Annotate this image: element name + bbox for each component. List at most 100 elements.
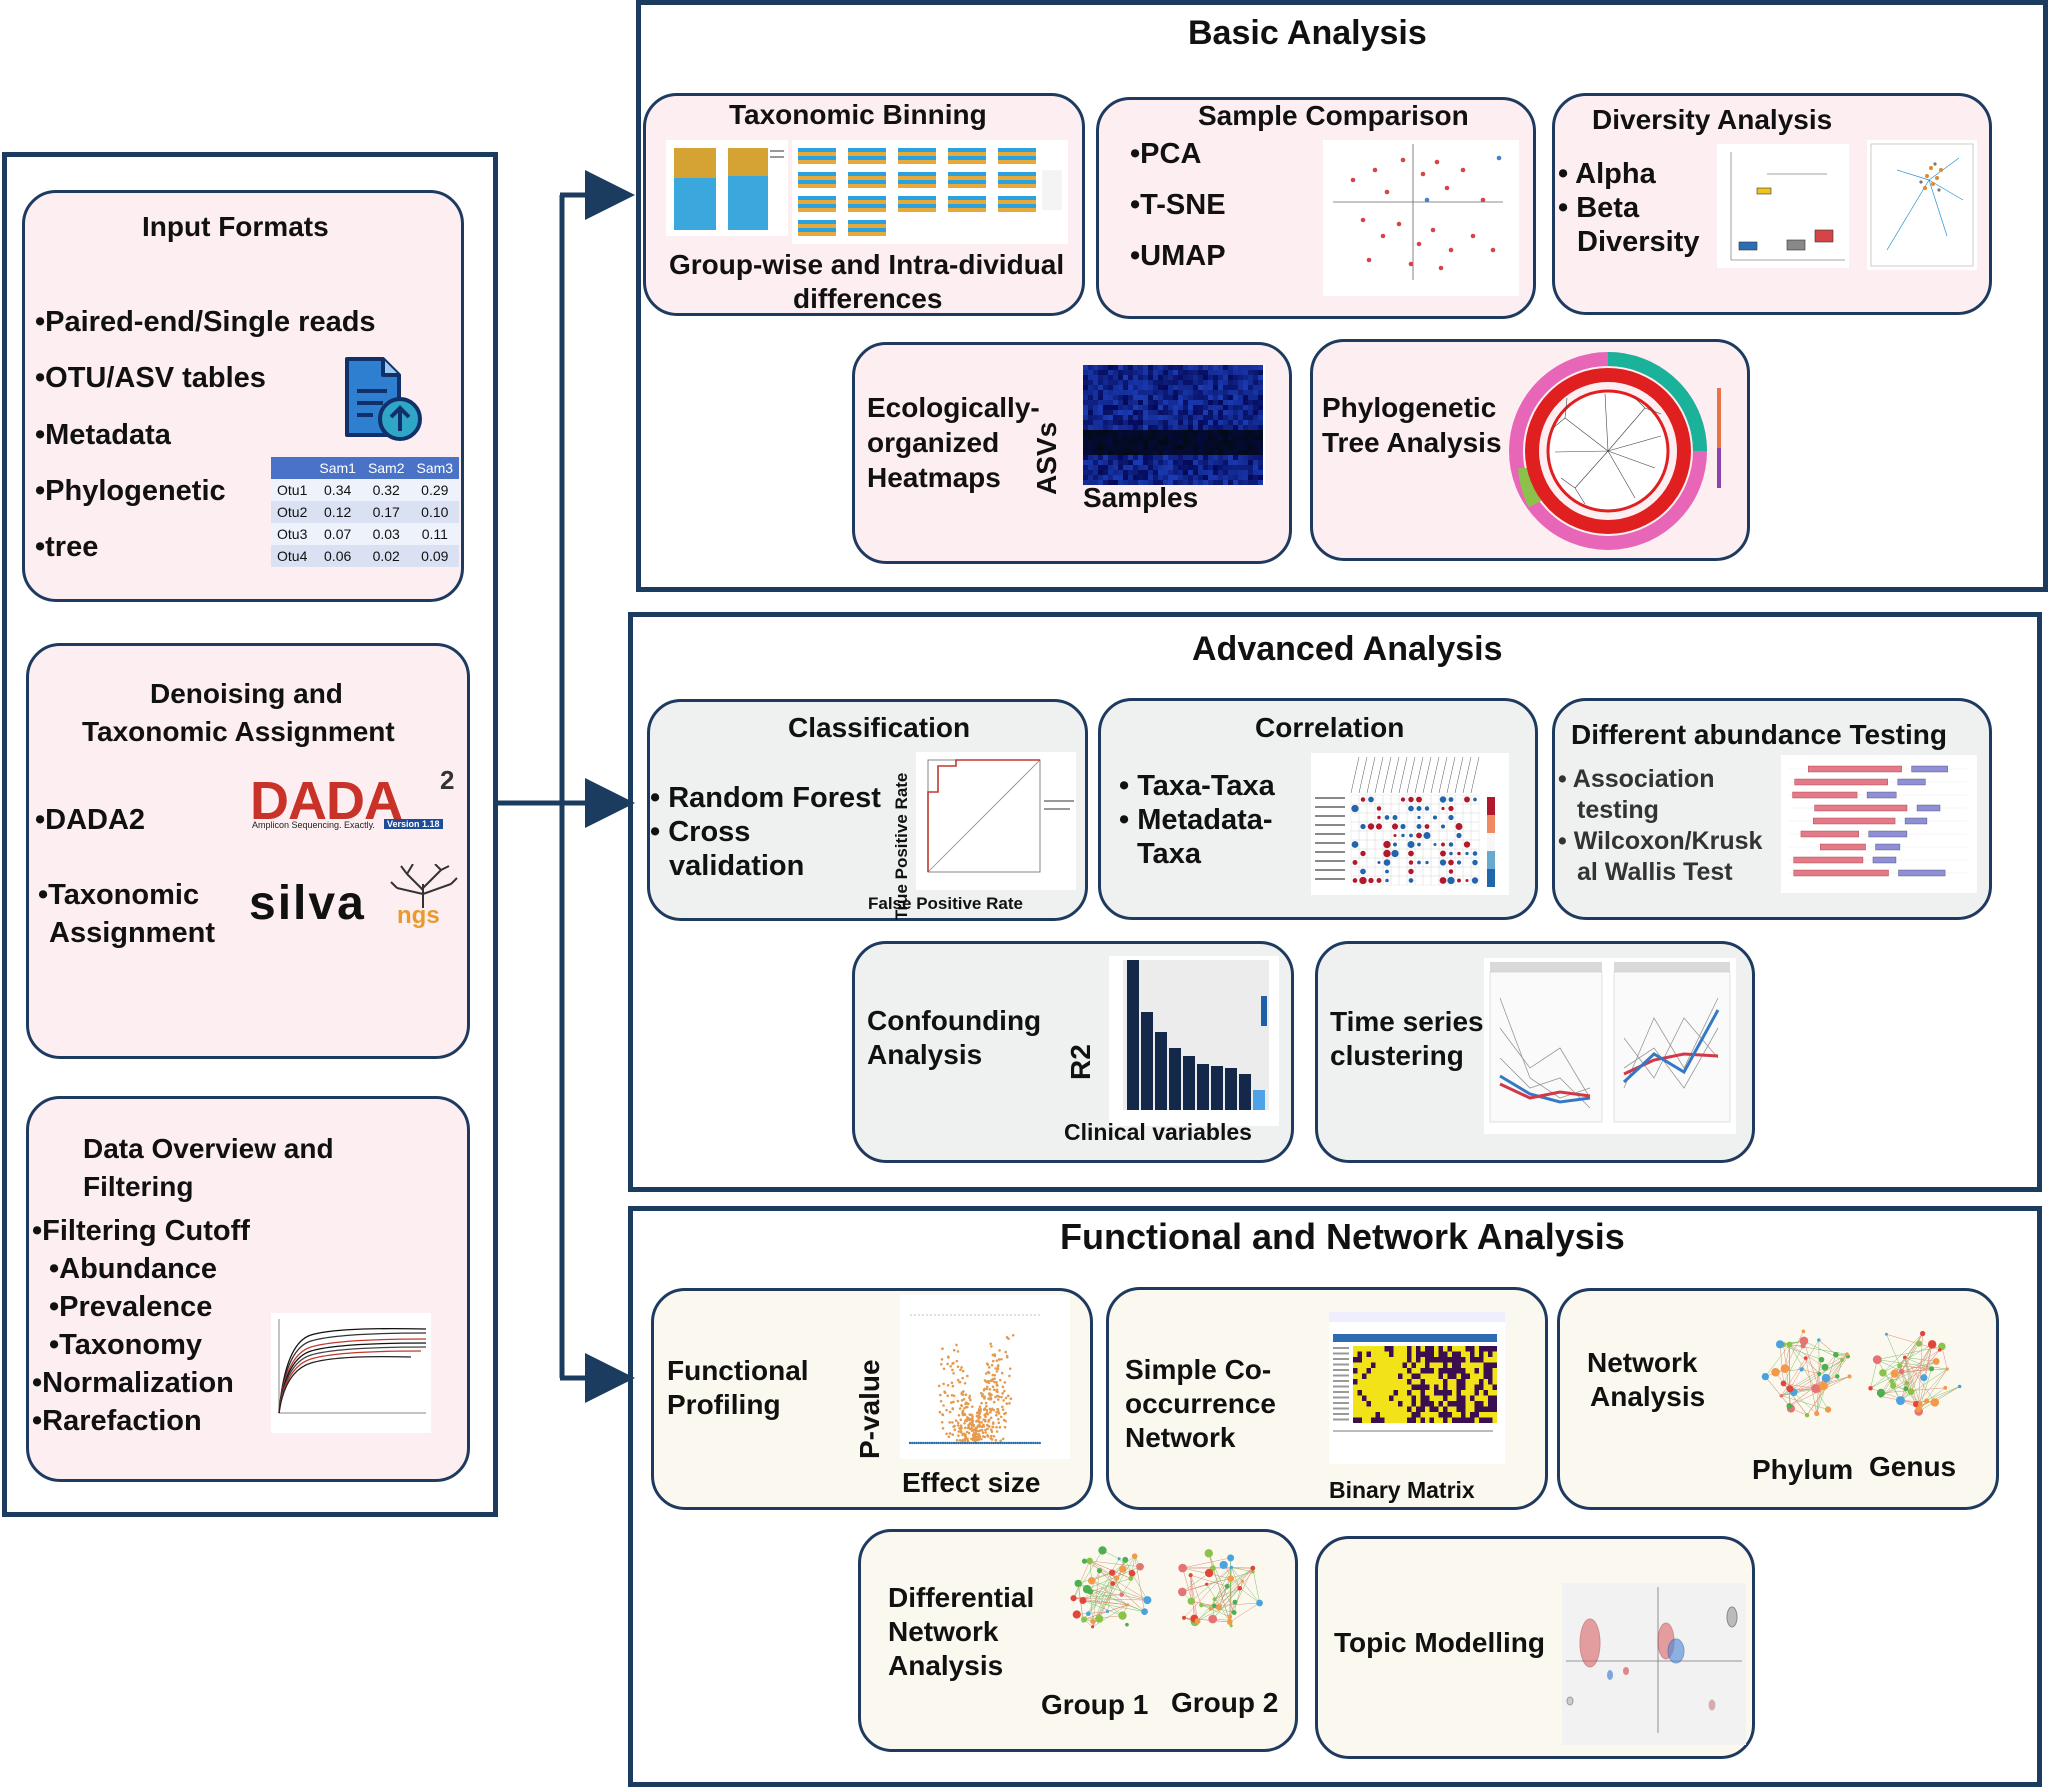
phylo-label: Tree Analysis xyxy=(1322,427,1502,458)
group2-caption: Group 2 xyxy=(1171,1687,1279,1718)
sample-comparison-title: Sample Comparison xyxy=(1198,100,1469,131)
sample-comparison-item: •PCA xyxy=(1130,138,1202,170)
heatmaps-label: Heatmaps xyxy=(867,462,1001,493)
differential-network-label: Differential xyxy=(888,1582,1035,1613)
silva-logo: silva ngs xyxy=(249,864,469,942)
phylogenetic-tree-box: Phylogenetic Tree Analysis xyxy=(1310,339,1750,561)
diversity-item: Diversity xyxy=(1577,226,1700,258)
diff-abundance-item: al Wallis Test xyxy=(1577,858,1733,886)
overview-item: •Taxonomy xyxy=(49,1329,203,1361)
topic-modelling-box: Topic Modelling xyxy=(1315,1536,1755,1759)
differential-network-box: Differential Network Analysis Group 1 Gr… xyxy=(858,1529,1298,1752)
overview-item: •Filtering Cutoff xyxy=(32,1215,250,1247)
phylum-network-thumbnail xyxy=(1758,1317,1858,1427)
confounding-label: Analysis xyxy=(867,1039,983,1070)
correlation-box: Correlation • Taxa-Taxa • Metadata- Taxa xyxy=(1098,698,1538,920)
heatmap-y-axis-label: ASVs xyxy=(1031,421,1062,495)
classification-item: • Cross xyxy=(650,816,751,848)
diff-abundance-item: • Association xyxy=(1558,765,1715,793)
da-boxplot-thumbnail xyxy=(1781,755,1977,893)
topic-scatter-thumbnail xyxy=(1562,1583,1746,1745)
taxonomic-assignment-item: •Taxonomic xyxy=(38,879,200,911)
group1-caption: Group 1 xyxy=(1041,1689,1149,1720)
rarefaction-curve-thumbnail xyxy=(271,1313,431,1433)
network-analysis-label: Network xyxy=(1587,1347,1698,1378)
overview-item: •Prevalence xyxy=(49,1291,213,1323)
beta-ordination-thumbnail xyxy=(1867,140,1977,270)
differential-network-label: Analysis xyxy=(888,1650,1004,1681)
functional-network-title: Functional and Network Analysis xyxy=(1060,1216,1625,1257)
advanced-analysis-title: Advanced Analysis xyxy=(1192,630,1503,668)
overview-item: •Abundance xyxy=(49,1253,218,1285)
time-series-box: Time series clustering xyxy=(1315,941,1755,1163)
phylum-caption: Phylum xyxy=(1752,1454,1854,1485)
correlation-item: Taxa xyxy=(1137,838,1201,870)
circular-tree-thumbnail xyxy=(1505,348,1731,554)
topic-modelling-label: Topic Modelling xyxy=(1334,1627,1546,1658)
correlation-item: • Metadata- xyxy=(1119,804,1273,836)
heatmap-thumbnail xyxy=(1083,365,1265,485)
diversity-item: • Beta xyxy=(1558,192,1640,224)
time-series-label: clustering xyxy=(1330,1040,1464,1071)
input-processing-panel xyxy=(2,152,498,1517)
taxonomic-binning-caption: differences xyxy=(793,283,943,314)
diff-abundance-item: testing xyxy=(1577,796,1659,824)
dada2-item: •DADA2 xyxy=(35,804,146,836)
phylo-label: Phylogenetic xyxy=(1322,392,1497,423)
functional-profiling-label: Profiling xyxy=(667,1389,781,1420)
network-analysis-label: Analysis xyxy=(1590,1381,1706,1412)
input-format-item: •tree xyxy=(35,531,99,563)
diversity-item: • Alpha xyxy=(1558,158,1656,190)
diff-abundance-title: Different abundance Testing xyxy=(1571,719,1947,750)
heatmaps-label: organized xyxy=(867,427,1000,458)
input-format-item: •Paired-end/Single reads xyxy=(35,306,376,338)
r2-y-axis-label: R2 xyxy=(1065,1044,1096,1080)
input-format-item: •OTU/ASV tables xyxy=(35,362,266,394)
volcano-plot-thumbnail xyxy=(900,1295,1070,1459)
taxonomic-binning-box: Taxonomic Binning Group-wise and Intra-d… xyxy=(643,93,1085,316)
correlation-title: Correlation xyxy=(1255,712,1405,743)
effect-size-x-axis-label: Effect size xyxy=(902,1467,1041,1498)
diversity-analysis-title: Diversity Analysis xyxy=(1592,104,1833,135)
taxonomic-assignment-item: Assignment xyxy=(49,917,215,949)
time-series-thumbnail xyxy=(1484,958,1736,1134)
pvalue-y-axis-label: P-value xyxy=(854,1359,885,1459)
classification-item: • Random Forest xyxy=(650,782,881,814)
confounding-box: Confounding Analysis R2 Clinical variabl… xyxy=(852,941,1294,1163)
basic-analysis-title: Basic Analysis xyxy=(1188,14,1427,52)
pca-scatter-thumbnail xyxy=(1323,140,1519,296)
overview-title: Filtering xyxy=(83,1171,194,1202)
input-format-item: •Metadata xyxy=(35,419,171,451)
genus-network-thumbnail xyxy=(1860,1317,1970,1427)
input-formats-title: Input Formats xyxy=(142,211,329,242)
diversity-analysis-box: Diversity Analysis • Alpha • Beta Divers… xyxy=(1552,93,1992,315)
sample-comparison-item: •UMAP xyxy=(1130,240,1226,272)
roc-x-axis-label: False Positive Rate xyxy=(868,894,1023,913)
classification-item: validation xyxy=(669,850,805,882)
cooccurrence-label: Network xyxy=(1125,1422,1236,1453)
sample-comparison-box: Sample Comparison •PCA •T-SNE •UMAP xyxy=(1096,97,1536,319)
basic-analysis-section xyxy=(636,0,2048,592)
denoising-box: Denoising and Taxonomic Assignment •DADA… xyxy=(26,643,470,1059)
cooccurrence-box: Simple Co- occurrence Network Binary Mat… xyxy=(1106,1287,1548,1510)
heatmap-x-axis-label: Samples xyxy=(1083,482,1199,513)
input-formats-box: Input Formats •Paired-end/Single reads •… xyxy=(22,190,464,602)
functional-network-section xyxy=(628,1206,2042,1787)
denoising-title: Denoising and xyxy=(150,678,343,709)
r2-bar-thumbnail xyxy=(1109,956,1279,1126)
correlation-item: • Taxa-Taxa xyxy=(1119,770,1275,802)
denoising-title: Taxonomic Assignment xyxy=(82,716,395,747)
functional-profiling-box: Functional Profiling P-value Effect size xyxy=(651,1288,1093,1510)
overview-item: •Rarefaction xyxy=(32,1405,202,1437)
correlation-matrix-thumbnail xyxy=(1311,753,1509,895)
r2-x-axis-label: Clinical variables xyxy=(1064,1119,1252,1145)
overview-title: Data Overview and xyxy=(83,1133,334,1164)
time-series-label: Time series xyxy=(1330,1006,1484,1037)
diff-abundance-box: Different abundance Testing • Associatio… xyxy=(1552,698,1992,920)
data-overview-box: Data Overview and Filtering •Filtering C… xyxy=(26,1096,470,1482)
binary-matrix-thumbnail xyxy=(1329,1312,1505,1464)
file-upload-icon xyxy=(343,355,427,443)
heatmaps-label: Ecologically- xyxy=(867,392,1040,423)
